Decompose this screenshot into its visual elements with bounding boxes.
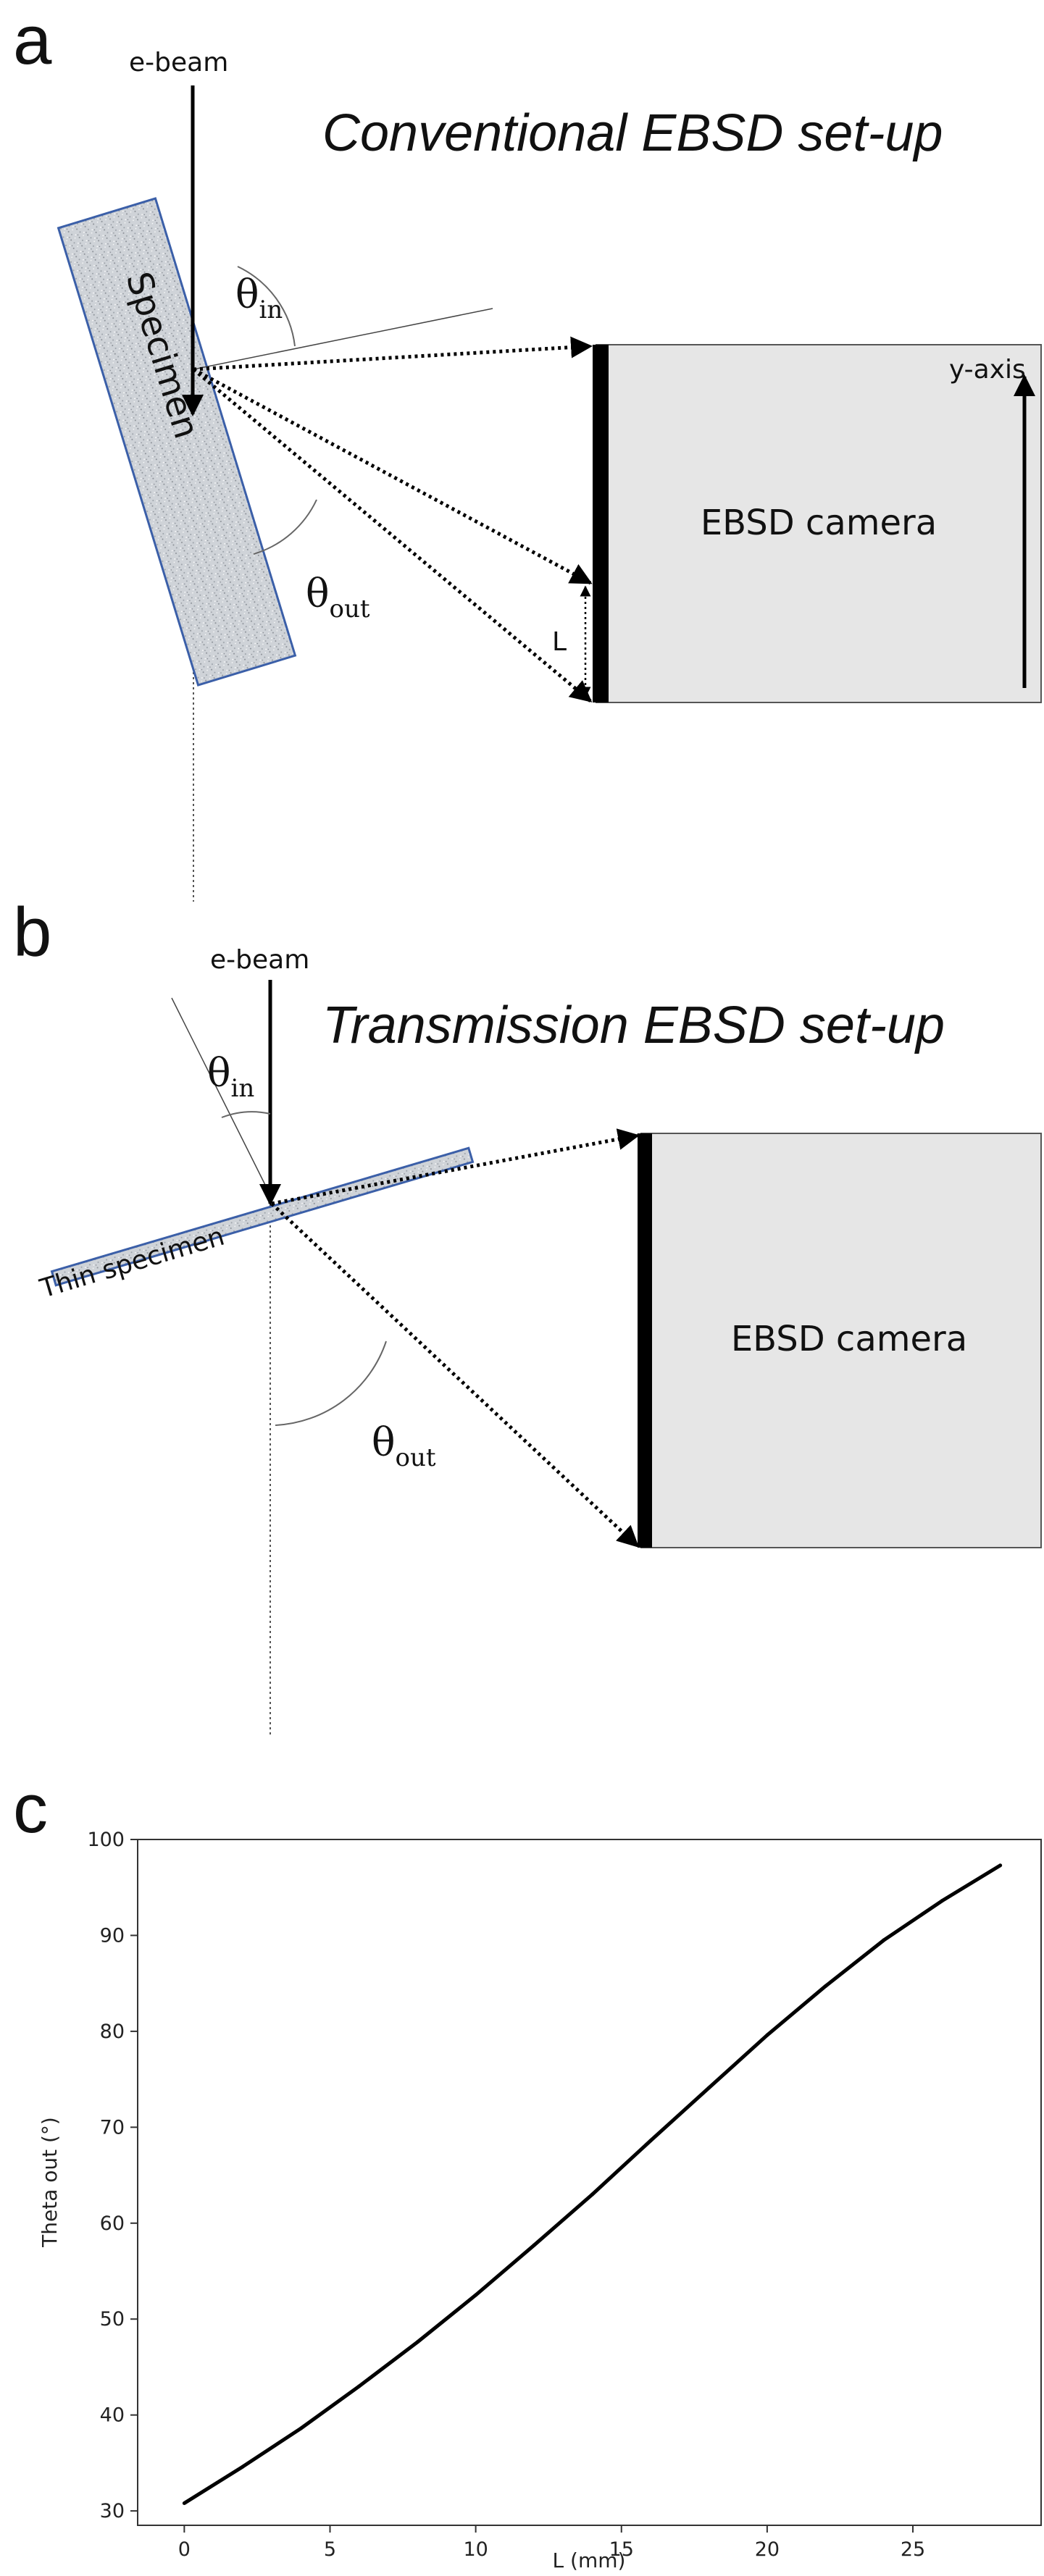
theta-out-arc-a (253, 499, 317, 555)
series-point (182, 2501, 186, 2506)
ebsd-camera-a: EBSD camera y-axis (593, 344, 1042, 703)
theta-out-label-b: θout (372, 1419, 436, 1472)
theta-out-arc-b (275, 1341, 387, 1426)
panel-b: b e-beam Transmission EBSD set-up Thin s… (13, 894, 1042, 1734)
tangent-line-a (193, 308, 493, 370)
x-tick-label: 10 (463, 2538, 488, 2561)
y-tick-label: 100 (87, 1829, 125, 1851)
ebeam-label-a: e-beam (129, 48, 228, 77)
specimen-label-b: Thin specimen (36, 1222, 227, 1304)
incident-tilt-line-b (171, 997, 271, 1196)
series-point (998, 1863, 1003, 1868)
panel-a-letter: a (13, 1, 52, 79)
series-point (706, 2086, 711, 2090)
y-axis-ticks: 30 40 50 60 70 80 90 100 (87, 1829, 138, 2522)
ebeam-label-b: e-beam (210, 945, 309, 975)
series-point (532, 2243, 536, 2247)
theta-in-label-a: θin (235, 272, 283, 324)
camera-label-b: EBSD camera (731, 1319, 967, 1359)
y-tick-label: 50 (100, 2308, 125, 2330)
series-point (765, 2033, 769, 2037)
series-layer (182, 1863, 1003, 2506)
x-tick-label: 0 (178, 2538, 191, 2561)
panel-a: a e-beam Conventional EBSD set-up Specim… (13, 1, 1042, 902)
series-point (823, 1984, 827, 1989)
panel-a-title: Conventional EBSD set-up (322, 104, 943, 162)
y-axis-label: Theta out (°) (38, 2117, 62, 2248)
y-axis-label-a: y-axis (949, 355, 1026, 385)
panel-c: c 0 5 10 15 20 25 30 40 50 60 70 80 90 100 L (mm) Th… (13, 1770, 1042, 2572)
y-tick-label: 40 (100, 2404, 125, 2427)
x-tick-label: 20 (755, 2538, 780, 2561)
y-tick-label: 60 (100, 2212, 125, 2235)
ebsd-camera-b: EBSD camera (638, 1133, 1042, 1548)
panel-b-letter: b (13, 894, 51, 971)
series-point (298, 2426, 303, 2430)
plot-frame (137, 1839, 1042, 2526)
ray-b-bottom (270, 1202, 640, 1548)
x-axis-label: L (mm) (553, 2548, 626, 2572)
series-point (590, 2192, 595, 2197)
x-tick-label: 5 (324, 2538, 336, 2561)
series-point (241, 2464, 245, 2469)
series-point (648, 2139, 653, 2143)
y-tick-label: 30 (100, 2500, 125, 2522)
ray-a-top (193, 336, 593, 372)
panel-b-title: Transmission EBSD set-up (322, 997, 945, 1054)
series-point (357, 2384, 362, 2388)
L-label-a: L (552, 627, 567, 657)
theta-out-label-a: θout (306, 571, 370, 624)
series-point (474, 2293, 478, 2297)
theta-in-arc-a (237, 266, 296, 347)
x-tick-label: 15 (609, 2538, 634, 2561)
thin-specimen-b (50, 1146, 475, 1287)
specimen-a: Specimen (57, 197, 297, 687)
y-tick-label: 80 (100, 2021, 125, 2043)
y-tick-label: 90 (100, 1924, 125, 1947)
series-point (415, 2340, 419, 2344)
series-point (940, 1899, 944, 1903)
y-tick-label: 70 (100, 2116, 125, 2139)
x-tick-label: 25 (901, 2538, 925, 2561)
theta-in-arc-b (221, 1111, 271, 1118)
camera-label-a: EBSD camera (701, 503, 937, 543)
series-point (882, 1938, 886, 1942)
ray-a-bottom (192, 368, 593, 702)
theta-in-label-b: θin (207, 1050, 254, 1103)
panel-c-letter: c (13, 1770, 48, 1847)
series-line-0 (183, 1863, 1001, 2505)
x-axis-ticks: 0 5 10 15 20 25 (178, 2525, 925, 2561)
